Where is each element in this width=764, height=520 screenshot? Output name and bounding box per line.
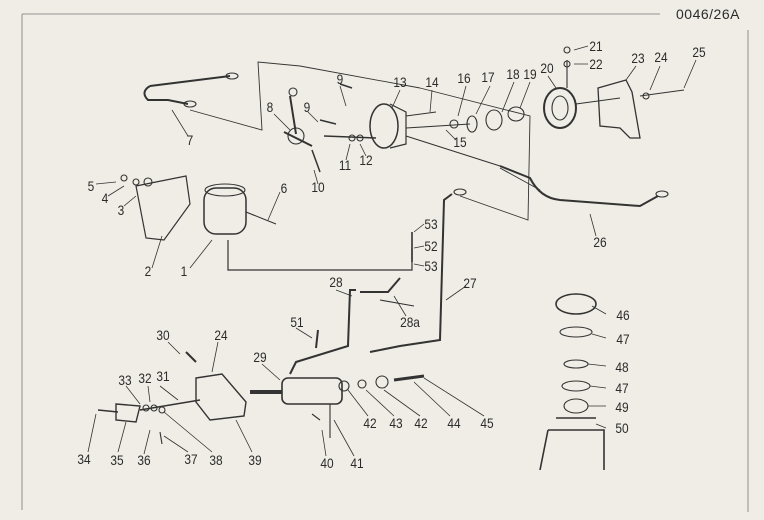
- part-label: 44: [447, 415, 461, 431]
- part-label: 30: [156, 327, 170, 343]
- part-label: 13: [393, 74, 407, 90]
- part-label: 28: [329, 274, 343, 290]
- part-label: 35: [110, 452, 124, 468]
- part-label: 33: [118, 372, 132, 388]
- part-label: 50: [615, 420, 629, 436]
- part-label: 23: [631, 50, 645, 66]
- part-label: 53: [424, 216, 438, 232]
- part-label: 24: [654, 49, 668, 65]
- part-label: 39: [248, 452, 262, 468]
- pipe-28: [289, 277, 401, 375]
- part-label: 1: [180, 263, 188, 279]
- part-label: 42: [363, 415, 377, 431]
- part-label: 12: [359, 152, 373, 168]
- part-label: 15: [453, 134, 467, 150]
- part-label: 26: [593, 234, 607, 250]
- part-label: 18: [506, 66, 520, 82]
- part-label: 3: [117, 202, 125, 218]
- part-label: 52: [424, 238, 438, 254]
- flange-13: [369, 103, 399, 149]
- part-label: 48: [615, 359, 629, 375]
- bracket-2: [135, 175, 191, 241]
- part-label: 7: [186, 132, 194, 148]
- part-label: 43: [389, 415, 403, 431]
- part-label: 21: [589, 38, 603, 54]
- part-label: 4: [101, 190, 109, 206]
- part-label: 34: [77, 451, 91, 467]
- part-label: 37: [184, 451, 198, 467]
- part-label: 17: [481, 69, 495, 85]
- part-label: 20: [540, 60, 554, 76]
- part-label: 38: [209, 452, 223, 468]
- reservoir-1: [203, 187, 247, 235]
- ring-20: [543, 87, 577, 129]
- pipe-26: [499, 165, 659, 208]
- part-label: 6: [280, 180, 288, 196]
- pipe-7: [143, 75, 231, 105]
- part-label: 19: [523, 66, 537, 82]
- part-label: 16: [457, 70, 471, 86]
- part-label: 27: [463, 275, 477, 291]
- part-label: 51: [290, 314, 304, 330]
- part-label: 9: [336, 71, 344, 87]
- part-label: 40: [320, 455, 334, 471]
- frame-outline: [189, 61, 541, 221]
- part-label: 32: [138, 370, 152, 386]
- part-label: 28a: [400, 314, 420, 330]
- part-label: 31: [156, 368, 170, 384]
- drawing-code: 0046/26A: [676, 6, 740, 22]
- part-label: 2: [144, 263, 152, 279]
- part-label: 9: [303, 99, 311, 115]
- part-label: 11: [338, 157, 352, 173]
- part-label: 46: [616, 307, 630, 323]
- reservoir-50: [539, 417, 605, 471]
- part-label: 42: [414, 415, 428, 431]
- part-label: 25: [692, 44, 706, 60]
- part-label: 14: [425, 74, 439, 90]
- part-label: 36: [137, 452, 151, 468]
- bracket-39: [195, 373, 247, 421]
- part-label: 41: [350, 455, 364, 471]
- cap-46: [555, 293, 597, 315]
- part-label: 22: [589, 56, 603, 72]
- part-label: 45: [480, 415, 494, 431]
- part-label: 10: [311, 179, 325, 195]
- part-label: 5: [87, 178, 95, 194]
- part-label: 47: [615, 380, 629, 396]
- part-label: 8: [266, 99, 274, 115]
- part-label: 29: [253, 349, 267, 365]
- part-label: 24: [214, 327, 228, 343]
- master-cylinder: [281, 377, 343, 405]
- bracket-23: [597, 79, 641, 139]
- part-label: 47: [616, 331, 630, 347]
- part-label: 49: [615, 399, 629, 415]
- page-frame: [21, 13, 749, 512]
- pipe-27: [369, 193, 453, 353]
- part-label: 53: [424, 258, 438, 274]
